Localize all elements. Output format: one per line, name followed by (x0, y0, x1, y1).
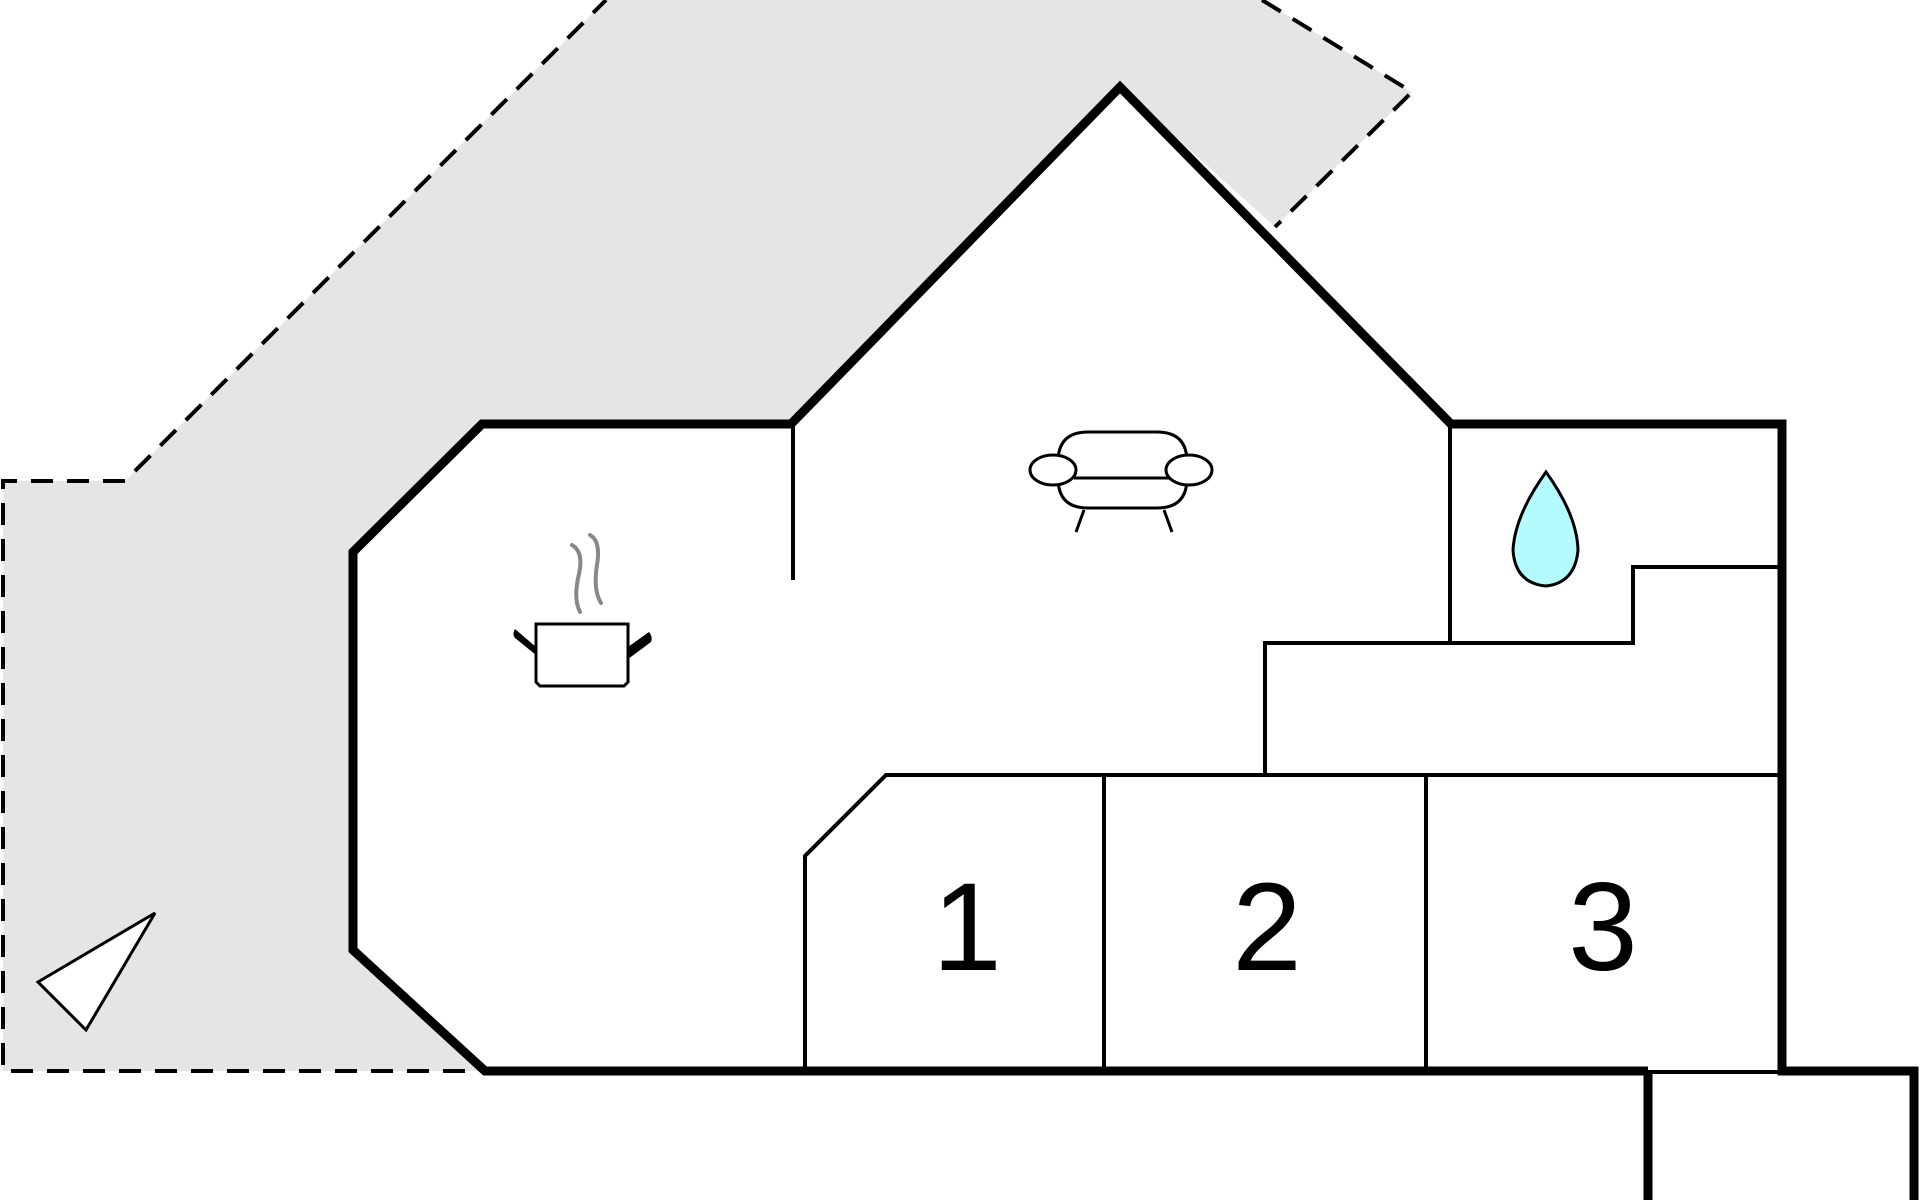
kitchen-pot-icon (513, 533, 652, 688)
room-label-1: 1 (932, 858, 1002, 997)
terrace-dashed-outline (1, 0, 1416, 1073)
interior-walls (791, 424, 1782, 1074)
sofa-icon (1028, 430, 1214, 533)
room-label-3: 3 (1568, 858, 1638, 997)
room-label-2: 2 (1232, 858, 1302, 997)
outer-walls (348, 80, 1919, 1200)
north-arrow-icon (35, 911, 157, 1033)
terrace-area (1, 0, 1416, 1073)
water-drop-icon (1511, 469, 1580, 588)
